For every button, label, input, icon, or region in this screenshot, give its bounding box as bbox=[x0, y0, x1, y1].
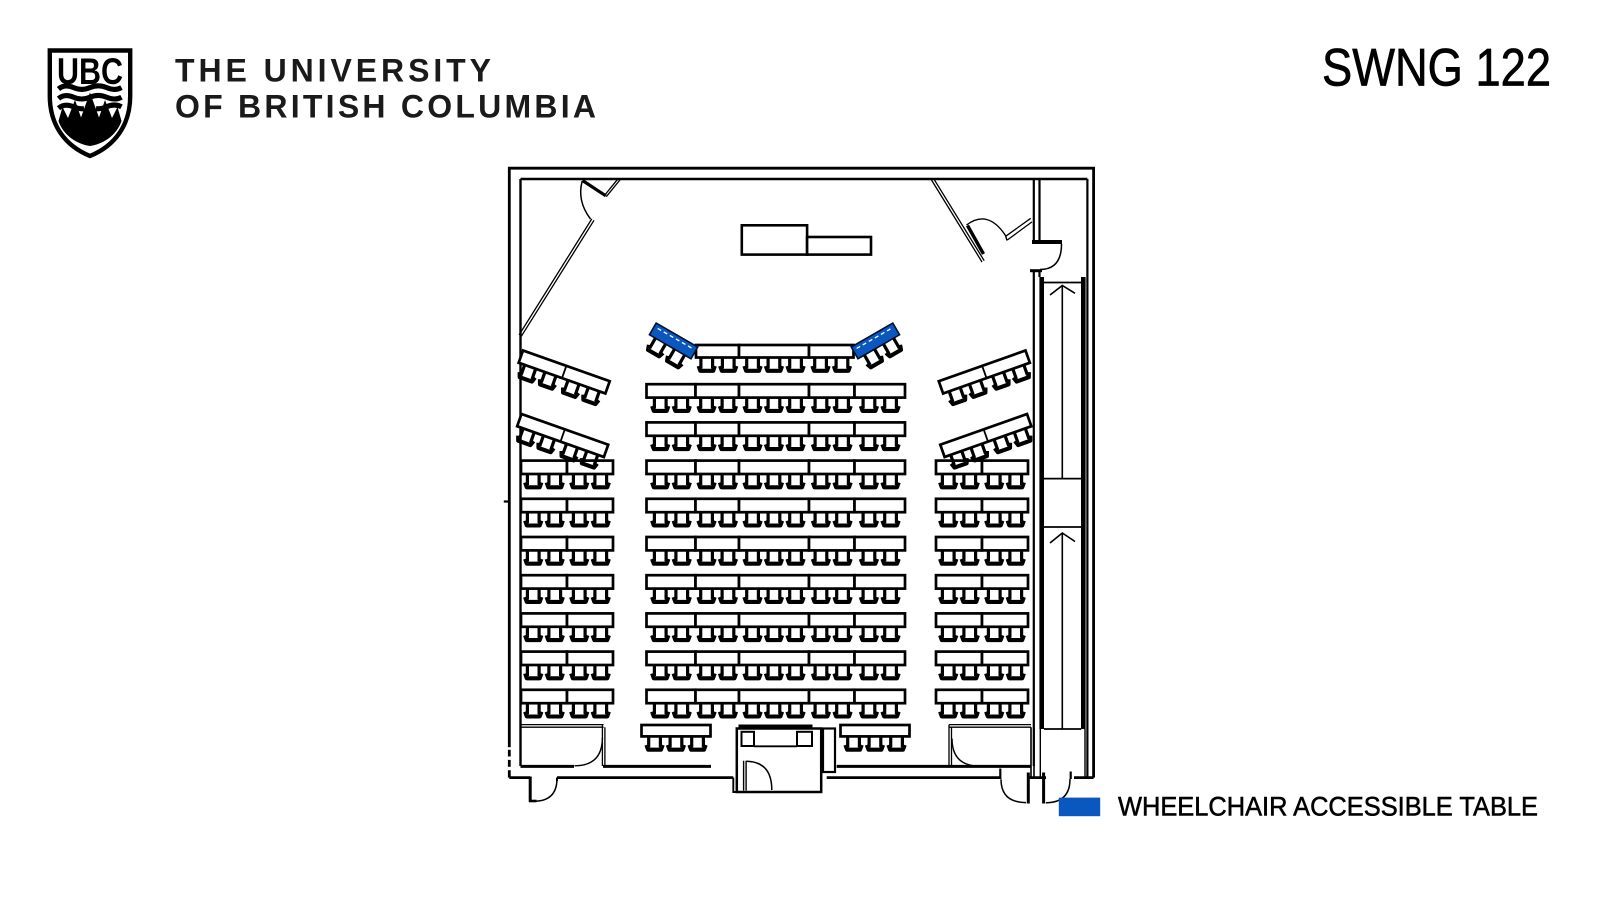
svg-text:OF BRITISH COLUMBIA: OF BRITISH COLUMBIA bbox=[175, 89, 596, 125]
svg-text:SWNG 122: SWNG 122 bbox=[1322, 39, 1551, 98]
svg-text:THE UNIVERSITY: THE UNIVERSITY bbox=[175, 53, 491, 89]
svg-text:WHEELCHAIR ACCESSIBLE TABLE: WHEELCHAIR ACCESSIBLE TABLE bbox=[1118, 792, 1538, 822]
